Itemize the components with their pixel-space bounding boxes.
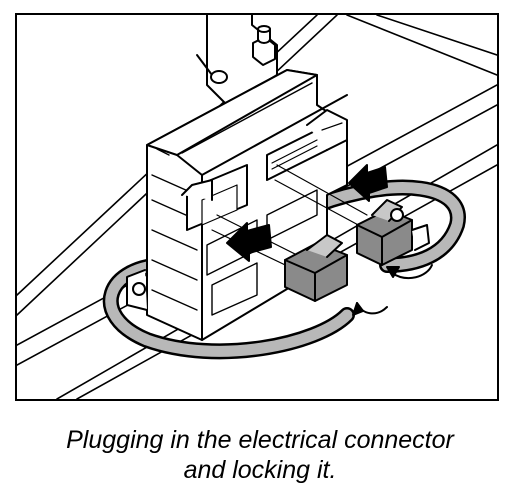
lower-socket xyxy=(181,164,248,231)
caption-line-2: and locking it. xyxy=(183,456,337,484)
connector-illustration xyxy=(17,15,497,399)
upper-socket xyxy=(266,109,348,181)
lock-rotate-arrow-upper-icon xyxy=(386,264,433,280)
caption-line-1: Plugging in the electrical connector xyxy=(66,426,454,454)
insert-arrow-lower-icon xyxy=(226,222,272,262)
upper-connector-plug xyxy=(356,199,430,266)
bracket-nut-icon xyxy=(252,25,276,66)
lower-connector-plug xyxy=(284,234,348,302)
insert-arrow-upper-icon xyxy=(348,164,388,202)
lock-rotate-arrow-lower-icon xyxy=(352,302,388,316)
illustration-frame xyxy=(15,13,499,401)
figure-caption: Plugging in the electrical connector and… xyxy=(0,425,520,485)
